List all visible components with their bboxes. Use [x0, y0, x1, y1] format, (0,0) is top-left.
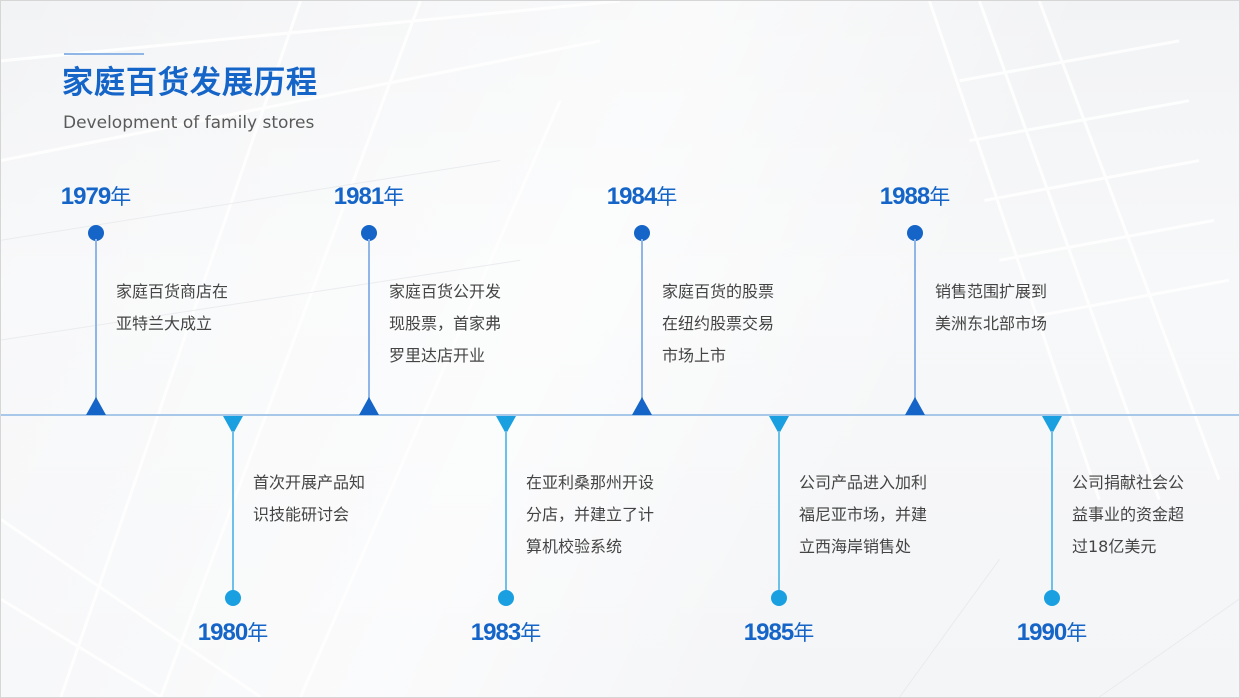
timeline-node: [88, 225, 104, 241]
connector-line: [368, 239, 370, 401]
event-year: 1990年: [1016, 619, 1088, 646]
event-year: 1981年: [333, 183, 405, 210]
connector-line: [641, 239, 643, 401]
event-description: 家庭百货的股票 在纽约股票交易 市场上市: [662, 282, 775, 365]
connector-line: [1051, 431, 1053, 593]
triangle-up-marker: [86, 397, 106, 415]
timeline-node: [361, 225, 377, 241]
event-description: 家庭百货公开发 现股票，首家弗 罗里达店开业: [389, 282, 502, 365]
event-description: 在亚利桑那州开设 分店，并建立了计 算机校验系统: [526, 473, 655, 556]
timeline-node: [498, 590, 514, 606]
event-description: 家庭百货商店在 亚特兰大成立: [116, 282, 229, 333]
connector-line: [505, 431, 507, 593]
connector-line: [232, 431, 234, 593]
connector-line: [95, 239, 97, 401]
event-description: 销售范围扩展到 美洲东北部市场: [935, 282, 1048, 333]
event-year: 1980年: [197, 619, 269, 646]
event-year: 1988年: [879, 183, 951, 210]
event-year: 1983年: [470, 619, 542, 646]
connector-line: [914, 239, 916, 401]
triangle-down-marker: [223, 416, 243, 434]
timeline-node: [634, 225, 650, 241]
timeline-axis: [1, 414, 1239, 416]
event-year: 1979年: [60, 183, 132, 210]
title-decorative-rule: [64, 53, 144, 55]
timeline-node: [1044, 590, 1060, 606]
timeline-node: [907, 225, 923, 241]
event-year: 1985年: [743, 619, 815, 646]
triangle-down-marker: [769, 416, 789, 434]
timeline-node: [771, 590, 787, 606]
page-subtitle: Development of family stores: [63, 113, 315, 133]
event-description: 首次开展产品知 识技能研讨会: [253, 473, 366, 524]
triangle-down-marker: [1042, 416, 1062, 434]
triangle-down-marker: [496, 416, 516, 434]
event-description: 公司捐献社会公 益事业的资金超 过18亿美元: [1072, 473, 1185, 556]
event-year: 1984年: [606, 183, 678, 210]
triangle-up-marker: [632, 397, 652, 415]
timeline-node: [225, 590, 241, 606]
connector-line: [778, 431, 780, 593]
triangle-up-marker: [905, 397, 925, 415]
event-description: 公司产品进入加利 福尼亚市场，并建 立西海岸销售处: [799, 473, 928, 556]
triangle-up-marker: [359, 397, 379, 415]
page-title: 家庭百货发展历程: [62, 65, 318, 101]
